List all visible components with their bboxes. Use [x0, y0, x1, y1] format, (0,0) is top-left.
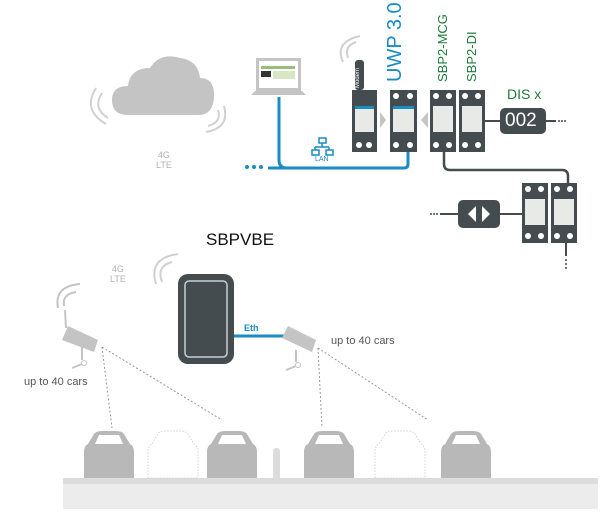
bus-line: [442, 152, 570, 185]
modem-label: Modem: [355, 67, 361, 88]
ground: [63, 481, 598, 509]
modem-signal-icon: [339, 35, 361, 63]
sbp2-mcg-device: [430, 90, 456, 152]
laptop-icon: [251, 58, 306, 95]
arrow-left-icon: [421, 112, 428, 128]
eth-label: Eth: [244, 323, 259, 333]
camera-view-lines: [101, 346, 429, 429]
camera-right-capacity: up to 40 cars: [331, 335, 395, 347]
cloud-icon: [112, 56, 214, 115]
camera-left-capacity: up to 40 cars: [24, 376, 88, 388]
uwp-label: UWP 3.0: [384, 2, 406, 82]
sbp2-di-label: SBP2-DI: [464, 31, 479, 82]
car-windshield: [452, 435, 480, 444]
sbp2-device-lower-1: [522, 183, 548, 243]
sbp2-di-device: [459, 90, 485, 152]
parking-spots: [84, 430, 491, 479]
lan-network-line: [268, 97, 410, 170]
lan-label: LAN: [315, 156, 329, 163]
car-free-icon: [147, 430, 199, 479]
camera-right-icon: [282, 326, 316, 371]
camera-left-icon: [56, 283, 98, 369]
dis-label: DIS x: [507, 86, 542, 102]
parking-post: [273, 448, 280, 481]
car-free-icon: [374, 430, 426, 479]
more-dots: [245, 165, 263, 169]
lan-icon: [311, 137, 334, 156]
dis-display-value: 002: [505, 110, 537, 131]
arrow-right-icon: [380, 112, 386, 128]
dis-display: [500, 108, 546, 134]
uwp-device: [390, 90, 417, 152]
repeater-device: [458, 200, 500, 228]
modem-device: [352, 90, 377, 152]
sbp2-mcg-label: SBP2-MCG: [435, 14, 450, 82]
chevron-right-icon: [482, 206, 490, 222]
modem-antenna: [355, 60, 364, 90]
gateway-signal-icon: [153, 253, 179, 285]
gateway-title: SBPVBE: [206, 230, 275, 249]
car-windshield: [218, 435, 246, 444]
gateway-device: [178, 274, 234, 364]
car-windshield: [315, 435, 343, 444]
car-windshield: [95, 435, 123, 444]
signal-waves-icon: [89, 87, 227, 133]
sbp2-device-lower-2: [551, 183, 577, 243]
chevron-left-icon: [468, 206, 476, 222]
